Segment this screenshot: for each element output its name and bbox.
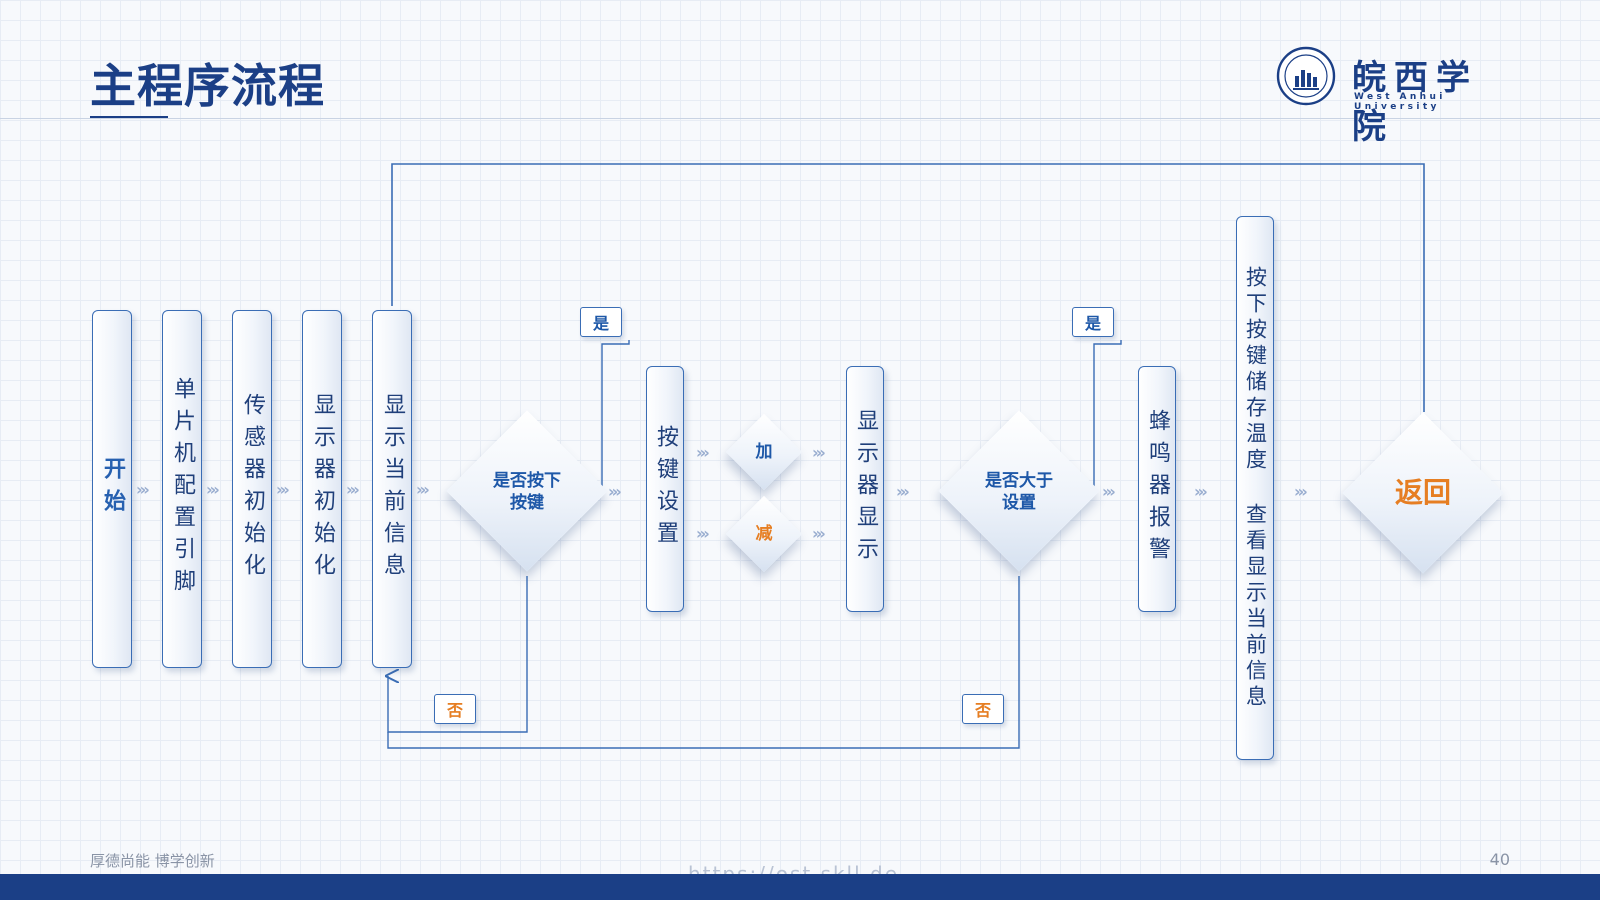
step-display-show-label: 显示器显示 <box>853 409 878 569</box>
flow-arrow-4: ››› <box>346 480 360 499</box>
step-sensor-init: 传感器初始化 <box>232 310 272 668</box>
university-seal-icon <box>1276 46 1336 106</box>
logo-name-cn: 皖西学院 <box>1352 58 1478 147</box>
title-rule <box>0 118 1600 119</box>
yes-line-above <box>1093 340 1122 492</box>
flow-arrow-11: ››› <box>896 482 910 501</box>
step-mcu-pins-label: 单片机配置引脚 <box>170 377 195 601</box>
decision-above-setting-label: 是否大于设置 <box>942 462 1096 522</box>
step-start: 开始 <box>92 310 132 668</box>
yes-line-key <box>601 340 630 492</box>
yes-tag-key: 是 <box>580 307 622 337</box>
step-key-setting-label: 按键设置 <box>653 425 678 553</box>
step-show-info: 显示当前信息 <box>372 310 412 668</box>
step-buzzer: 蜂鸣器报警 <box>1138 366 1176 612</box>
no-tag-above: 否 <box>962 694 1004 724</box>
flow-arrow-6: ››› <box>608 482 622 501</box>
step-buzzer-label: 蜂鸣器报警 <box>1145 409 1170 569</box>
flow-arrow-13: ››› <box>1194 482 1208 501</box>
university-logo: 皖西学院 West Anhui University <box>1276 46 1516 147</box>
step-sensor-init-label: 传感器初始化 <box>240 393 265 585</box>
slide-title: 主程序流程 <box>90 59 325 113</box>
decision-above-setting-text: 是否大于设置 <box>985 471 1053 513</box>
footer-bar <box>0 874 1600 900</box>
step-display-show: 显示器显示 <box>846 366 884 612</box>
flow-arrow-3: ››› <box>276 480 290 499</box>
flow-arrow-12: ››› <box>1102 482 1116 501</box>
step-key-setting: 按键设置 <box>646 366 684 612</box>
flow-arrow-5: ››› <box>416 480 430 499</box>
logo-name-en: West Anhui University <box>1354 92 1446 112</box>
yes-tag-above: 是 <box>1072 307 1114 337</box>
flow-arrow-10: ››› <box>812 524 826 543</box>
decision-sub-label: 减 <box>755 524 773 544</box>
decision-key-pressed-text: 是否按下按键 <box>493 471 561 513</box>
footer-motto: 厚德尚能 博学创新 <box>90 852 215 870</box>
flow-arrow-8: ››› <box>696 524 710 543</box>
no-line-above <box>387 576 1020 749</box>
step-mcu-pins: 单片机配置引脚 <box>162 310 202 668</box>
step-store-temp: 按下按键储存温度 查看显示当前信息 <box>1236 216 1274 760</box>
title-underline <box>90 116 168 119</box>
flow-arrow-7: ››› <box>696 443 710 462</box>
step-display-init-label: 显示器初始化 <box>310 393 335 585</box>
flow-arrow-2: ››› <box>206 480 220 499</box>
step-display-init: 显示器初始化 <box>302 310 342 668</box>
page-number: 40 <box>1489 850 1510 869</box>
step-show-info-label: 显示当前信息 <box>380 393 405 585</box>
decision-add-label: 加 <box>755 442 773 462</box>
flow-arrow-9: ››› <box>812 443 826 462</box>
step-return-label: 返回 <box>1394 476 1451 509</box>
flow-arrow-1: ››› <box>136 480 150 499</box>
step-start-label: 开始 <box>100 457 125 521</box>
flow-arrow-14: ››› <box>1294 482 1308 501</box>
no-line-key <box>388 576 528 733</box>
loop-return-line <box>391 163 1425 412</box>
step-store-temp-label: 按下按键储存温度 查看显示当前信息 <box>1243 265 1268 711</box>
decision-key-pressed-label: 是否按下按键 <box>450 462 604 522</box>
no-tag-key: 否 <box>434 694 476 724</box>
